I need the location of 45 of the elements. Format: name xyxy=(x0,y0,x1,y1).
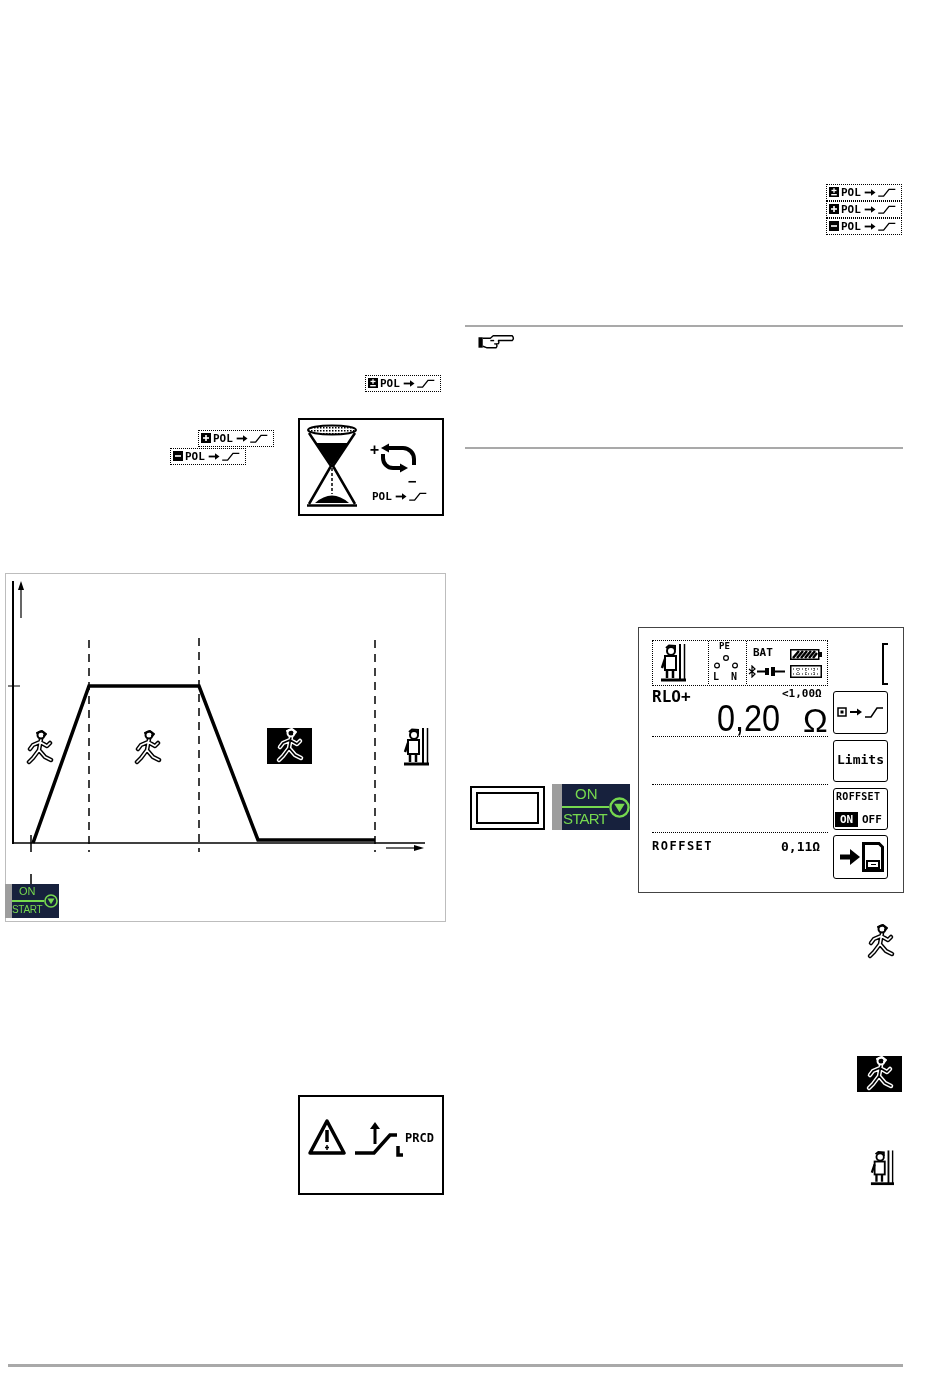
unit-label: Ω xyxy=(803,704,828,737)
on-option: ON xyxy=(835,812,859,827)
key-label: ON xyxy=(575,786,598,801)
softkey xyxy=(833,740,888,782)
plus-sign: + xyxy=(370,443,380,458)
polarity-setting-box xyxy=(198,430,274,447)
status-bar xyxy=(652,640,828,686)
softkey xyxy=(833,788,888,830)
limit-value: <1,00Ω xyxy=(782,688,822,699)
terminal-label: N xyxy=(731,672,738,682)
polarity-setting-box xyxy=(365,375,441,392)
softkey-label: Limits xyxy=(837,753,884,766)
display-panel xyxy=(298,418,444,516)
polarity-setting-box xyxy=(826,218,902,235)
minus-sign: − xyxy=(408,474,417,488)
softkey xyxy=(833,835,888,879)
pol-label: POL xyxy=(185,451,205,462)
terminal-label: PE xyxy=(719,642,730,651)
blank-key xyxy=(470,786,545,830)
polarity-setting-box xyxy=(826,184,902,201)
softkey xyxy=(833,691,888,734)
polarity-setting-box xyxy=(170,448,246,465)
instrument-display xyxy=(638,627,904,893)
offset-label: ROFFSET xyxy=(652,840,714,852)
measured-value: 0,20 xyxy=(717,701,781,737)
key-label: START xyxy=(563,811,607,826)
display-panel xyxy=(298,1095,444,1195)
pol-label: POL xyxy=(841,221,861,232)
start-key xyxy=(5,884,59,918)
pol-label: POL xyxy=(841,187,861,198)
start-key xyxy=(552,784,630,830)
offset-value: 0,11Ω xyxy=(781,840,821,853)
pol-label: POL xyxy=(841,204,861,215)
key-label: START xyxy=(12,905,43,915)
prcd-label: PRCD xyxy=(405,1132,434,1144)
pol-label: POL xyxy=(380,378,400,389)
key-label: ON xyxy=(19,886,36,897)
pol-label: POL xyxy=(213,433,233,444)
measurement-label: RLO+ xyxy=(652,689,691,705)
pol-label: POL xyxy=(372,491,392,502)
softkey-label: ROFFSET xyxy=(836,792,881,802)
off-option: OFF xyxy=(862,814,882,825)
terminal-label: L xyxy=(713,672,720,682)
battery-label: BAT xyxy=(753,647,773,658)
polarity-setting-box xyxy=(826,201,902,218)
